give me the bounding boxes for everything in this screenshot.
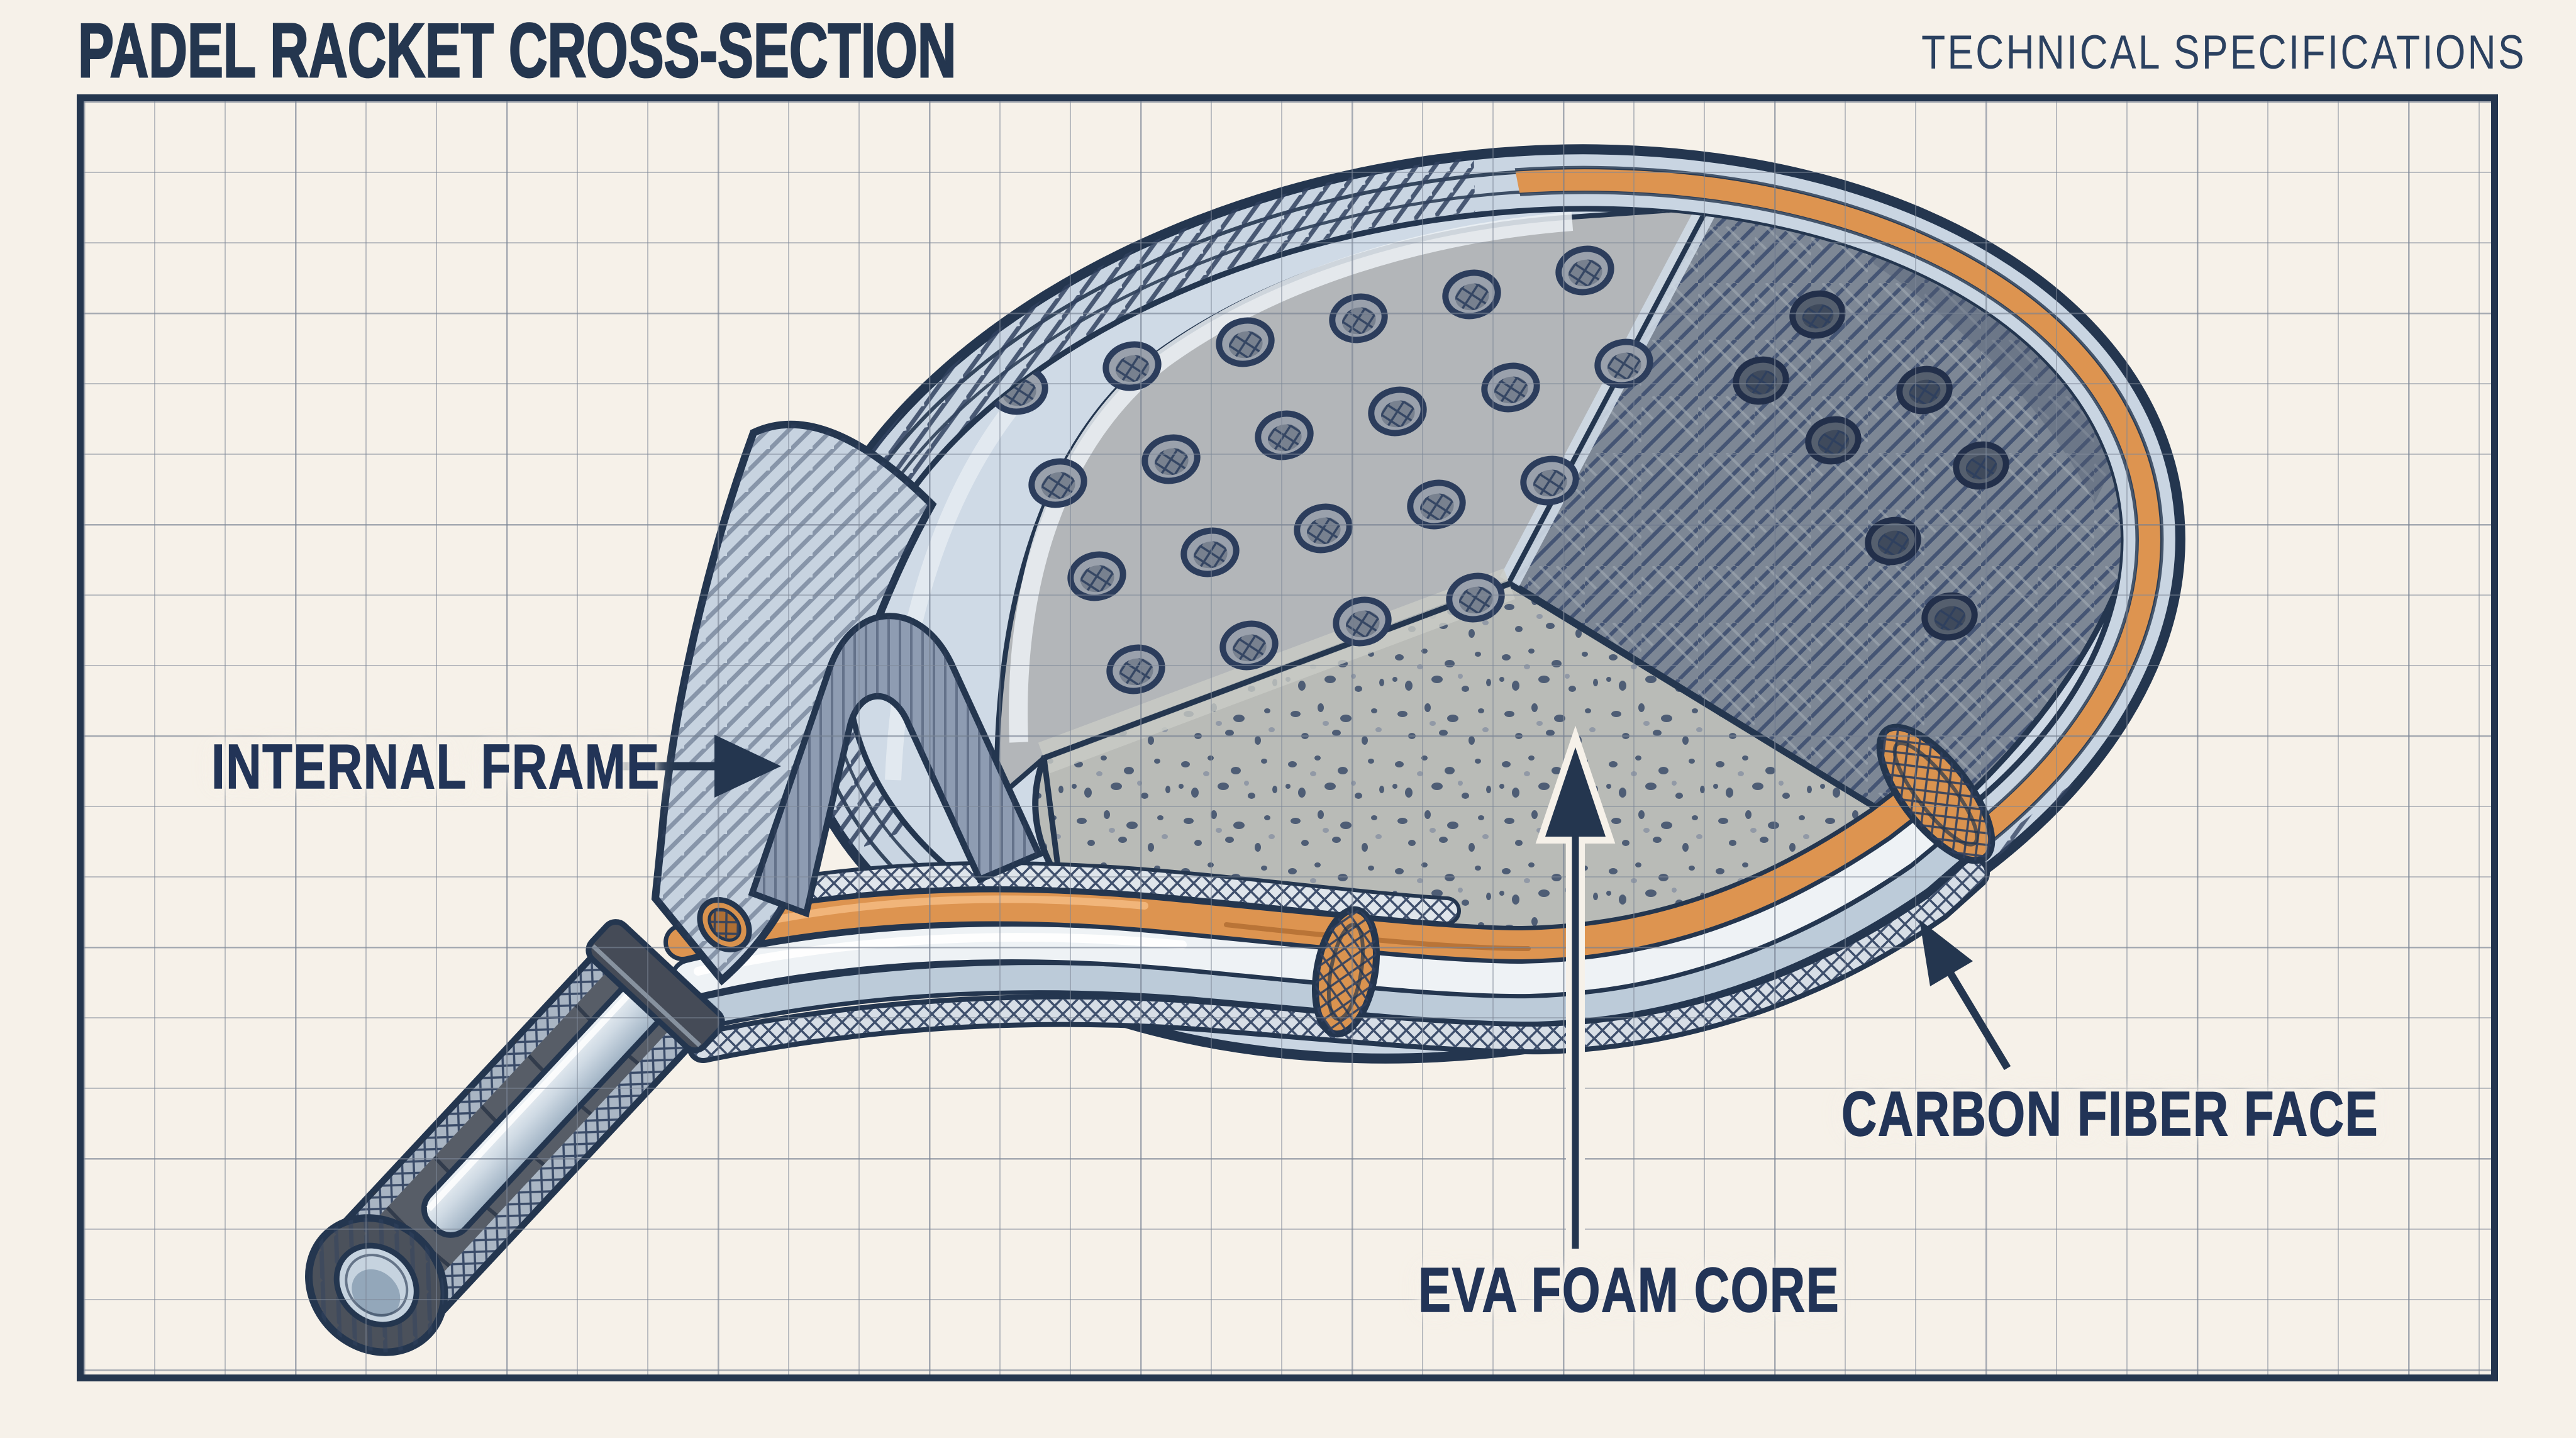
carbon-fiber-arrow bbox=[1919, 920, 2011, 1071]
page-subtitle: TECHNICAL SPECIFICATIONS bbox=[1921, 26, 2526, 79]
label-eva-foam-core: EVA FOAM CORE bbox=[1418, 1254, 1840, 1326]
label-internal-frame: INTERNAL FRAME bbox=[211, 731, 660, 803]
page-title: PADEL RACKET CROSS-SECTION bbox=[77, 7, 957, 94]
eva-foam-arrow bbox=[1535, 725, 1616, 1249]
label-carbon-fiber-face: CARBON FIBER FACE bbox=[1841, 1078, 2379, 1150]
